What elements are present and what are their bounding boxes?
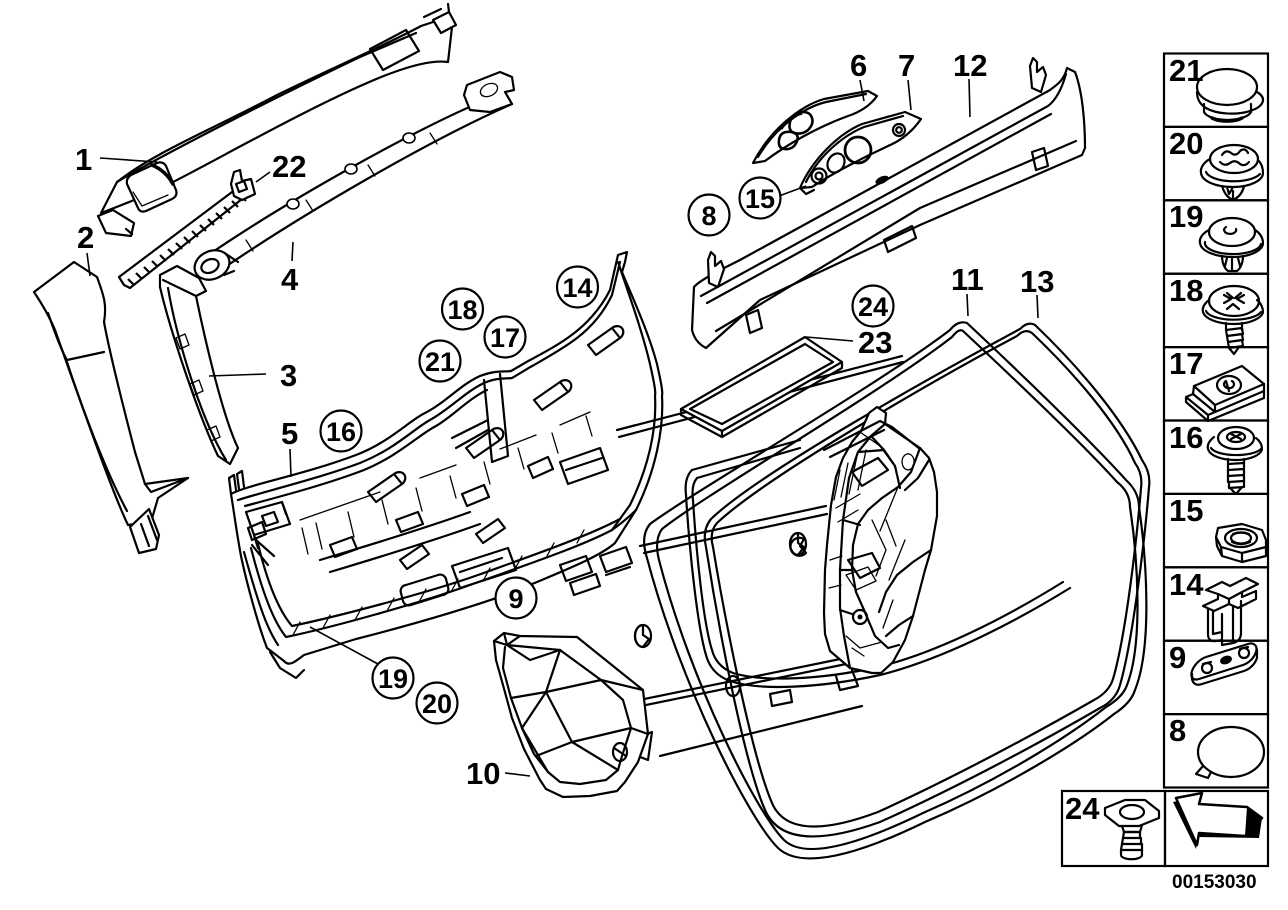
svg-text:14: 14 bbox=[562, 273, 592, 303]
svg-text:16: 16 bbox=[326, 417, 356, 447]
svg-text:17: 17 bbox=[1169, 346, 1203, 381]
svg-text:21: 21 bbox=[425, 347, 455, 377]
svg-text:4: 4 bbox=[281, 262, 299, 297]
svg-text:21: 21 bbox=[1169, 53, 1203, 88]
svg-text:3: 3 bbox=[280, 358, 297, 393]
svg-text:23: 23 bbox=[858, 325, 892, 360]
svg-text:22: 22 bbox=[272, 149, 306, 184]
svg-text:17: 17 bbox=[490, 323, 520, 353]
svg-text:14: 14 bbox=[1169, 567, 1204, 602]
svg-text:16: 16 bbox=[1169, 420, 1203, 455]
svg-text:2: 2 bbox=[77, 220, 94, 255]
svg-text:5: 5 bbox=[281, 416, 298, 451]
svg-text:1: 1 bbox=[75, 142, 92, 177]
svg-text:7: 7 bbox=[898, 48, 915, 83]
svg-text:9: 9 bbox=[508, 584, 523, 614]
svg-text:00153030: 00153030 bbox=[1172, 872, 1257, 893]
svg-text:8: 8 bbox=[701, 201, 716, 231]
svg-text:9: 9 bbox=[1169, 640, 1186, 675]
svg-text:24: 24 bbox=[1065, 791, 1100, 826]
svg-text:15: 15 bbox=[745, 184, 775, 214]
svg-text:18: 18 bbox=[447, 295, 477, 325]
svg-text:15: 15 bbox=[1169, 493, 1203, 528]
svg-text:24: 24 bbox=[858, 292, 888, 322]
svg-text:20: 20 bbox=[1169, 126, 1203, 161]
svg-text:20: 20 bbox=[422, 689, 452, 719]
svg-text:10: 10 bbox=[466, 756, 500, 791]
svg-text:6: 6 bbox=[850, 48, 867, 83]
svg-text:13: 13 bbox=[1020, 264, 1054, 299]
svg-text:12: 12 bbox=[953, 48, 987, 83]
svg-text:19: 19 bbox=[378, 664, 408, 694]
svg-text:18: 18 bbox=[1169, 273, 1203, 308]
svg-text:11: 11 bbox=[951, 262, 984, 297]
svg-text:8: 8 bbox=[1169, 713, 1186, 748]
svg-text:19: 19 bbox=[1169, 199, 1203, 234]
